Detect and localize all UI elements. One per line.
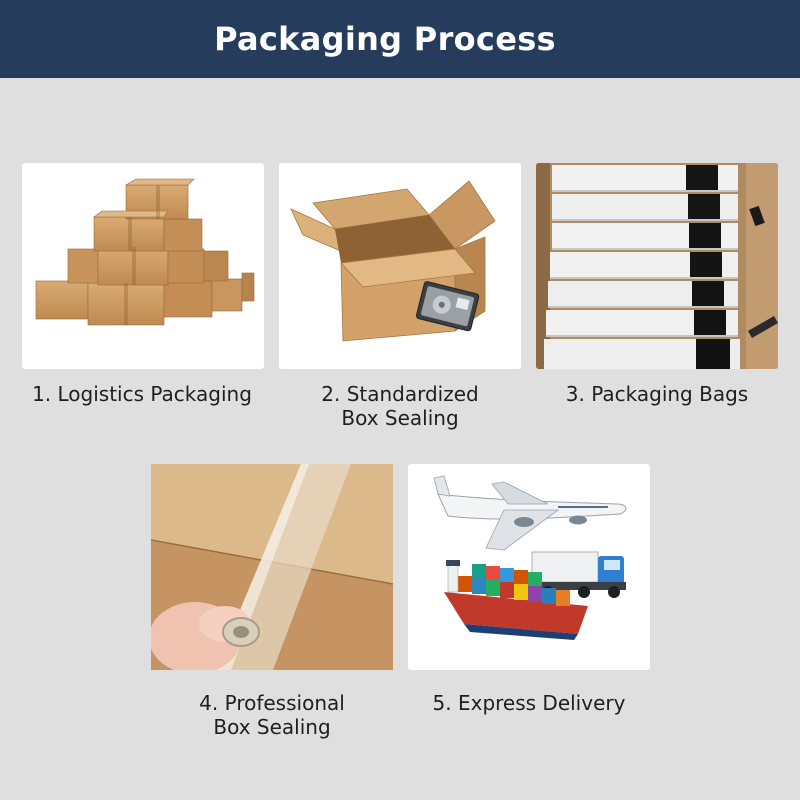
step-2-caption: 2. Standardized Box Sealing	[321, 382, 479, 430]
step-1-caption: 1. Logistics Packaging	[32, 382, 252, 406]
airplane-icon	[433, 475, 627, 551]
open-box-illustration	[290, 180, 496, 342]
tape-sealing-illustration	[151, 464, 393, 670]
page-title: Packaging Process	[214, 20, 556, 58]
step-3-caption: 3. Packaging Bags	[565, 382, 749, 406]
packaging-bags-image	[536, 163, 778, 369]
page-header: Packaging Process	[0, 0, 800, 78]
standardized-box-sealing-image	[279, 163, 521, 369]
container-ship-icon	[444, 560, 588, 640]
truck-icon	[531, 551, 626, 598]
logistics-packaging-image	[22, 163, 264, 369]
packaging-bags-illustration	[536, 163, 778, 369]
delivery-transport-illustration	[433, 475, 627, 640]
step-5-caption: 5. Express Delivery	[432, 691, 626, 715]
express-delivery-image	[408, 464, 650, 670]
step-4-caption: 4. Professional Box Sealing	[199, 691, 345, 739]
stacked-boxes-illustration	[35, 178, 255, 326]
professional-box-sealing-image	[151, 464, 393, 670]
